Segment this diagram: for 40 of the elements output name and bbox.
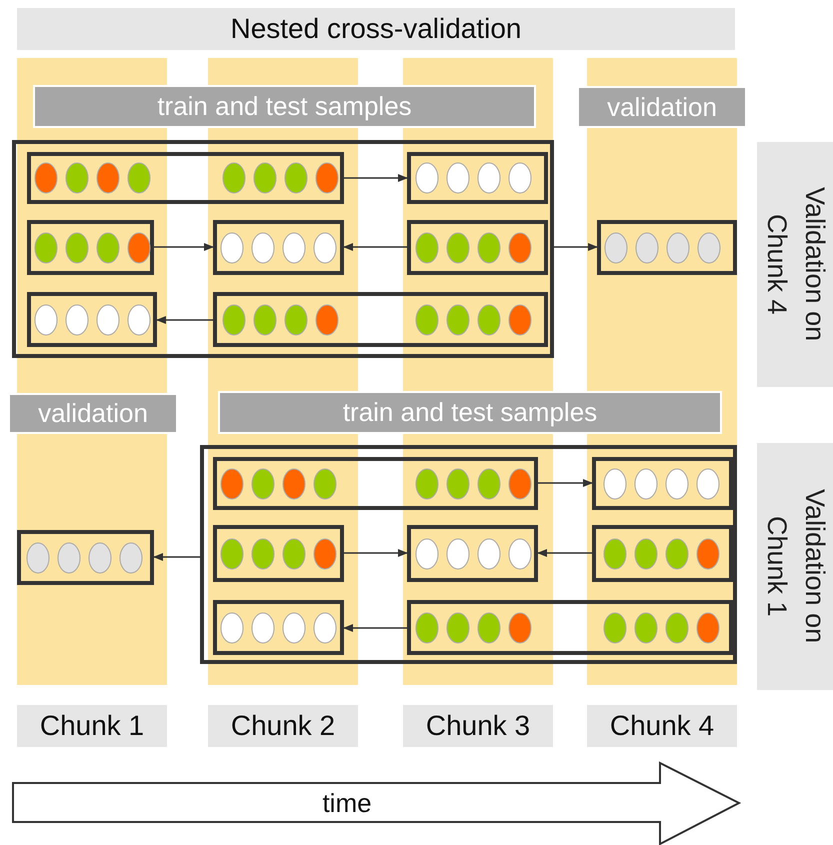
arrow [154,243,214,251]
arrow [537,549,592,557]
arrow [153,553,200,561]
arrow [343,624,407,632]
sample-box [27,152,344,204]
sample-box [592,525,733,582]
arrow [156,316,213,324]
section-header: train and test samples [33,85,536,128]
group-frame [200,445,737,664]
title-band: Nested cross-validation [17,8,735,50]
sample-box [597,220,737,275]
side-label: Validation on Chunk 1 [757,443,833,690]
sample-box [27,220,154,275]
sample-box [407,600,733,655]
side-label: Validation on Chunk 4 [757,142,833,387]
sample-box [213,220,344,275]
chunk-label: Chunk 3 [403,705,553,747]
sample-box [407,525,538,582]
sample-box [27,292,157,347]
section-header: validation [8,393,178,434]
sample-box [213,525,344,582]
arrow [344,549,408,557]
sample-box [17,530,154,585]
sample-box [407,220,548,275]
sample-box [213,292,548,347]
sample-box [213,457,538,510]
sample-box [592,457,733,510]
arrow [344,174,408,182]
group-frame [12,140,554,358]
sample-box [213,600,344,655]
time-arrow: time [12,762,742,845]
chunk-label: Chunk 4 [587,705,737,747]
chunk-label: Chunk 2 [208,705,358,747]
chunk-label: Chunk 1 [17,705,167,747]
arrow [538,479,593,487]
section-header: validation [577,86,747,128]
arrow [554,243,598,251]
sample-box [407,152,548,204]
section-header: train and test samples [218,391,722,434]
arrow [343,243,407,251]
